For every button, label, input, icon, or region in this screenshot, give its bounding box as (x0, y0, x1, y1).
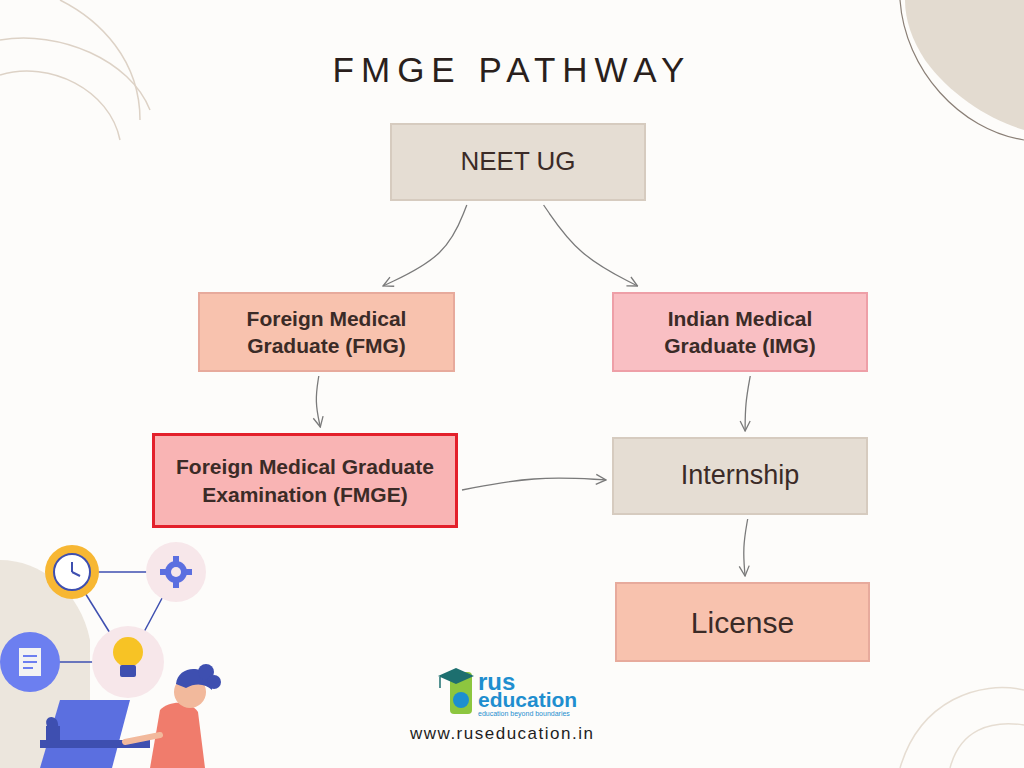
logo-text: education beyond boundaries (478, 710, 570, 717)
corner-curve (0, 38, 150, 110)
box-label: NEET UG (460, 145, 575, 179)
process-box: Internship (612, 437, 868, 515)
box-label: Indian Medical Graduate (IMG) (626, 305, 854, 360)
box-label: License (691, 603, 794, 642)
box-label: Foreign Medical Graduate Examination (FM… (163, 453, 447, 508)
process-box: License (615, 582, 870, 662)
process-box: Foreign Medical Graduate Examination (FM… (152, 433, 458, 528)
corner-curve (0, 71, 120, 140)
box-label: Internship (681, 458, 800, 493)
process-box: Foreign Medical Graduate (FMG) (198, 292, 455, 372)
corner-curve (60, 0, 140, 120)
flow-arrow (544, 205, 638, 286)
process-box: Indian Medical Graduate (IMG) (612, 292, 868, 372)
corner-curve (950, 724, 1024, 768)
corner-curve (900, 0, 1024, 140)
flow-arrow (383, 205, 467, 286)
flow-arrow (316, 376, 320, 427)
logo-mark (438, 668, 474, 714)
work-illustration (0, 542, 221, 768)
box-label: Foreign Medical Graduate (FMG) (212, 305, 441, 360)
corner-curve (900, 688, 1024, 768)
corner-blob (905, 0, 1024, 130)
logo-text: education (478, 688, 577, 712)
process-box: NEET UG (390, 123, 646, 201)
diagram-title: FMGE PATHWAY (0, 50, 1024, 90)
flow-arrow (462, 478, 606, 490)
website-url: www.ruseducation.in (410, 724, 594, 744)
flow-arrow (744, 519, 748, 576)
flow-arrow (745, 376, 750, 431)
